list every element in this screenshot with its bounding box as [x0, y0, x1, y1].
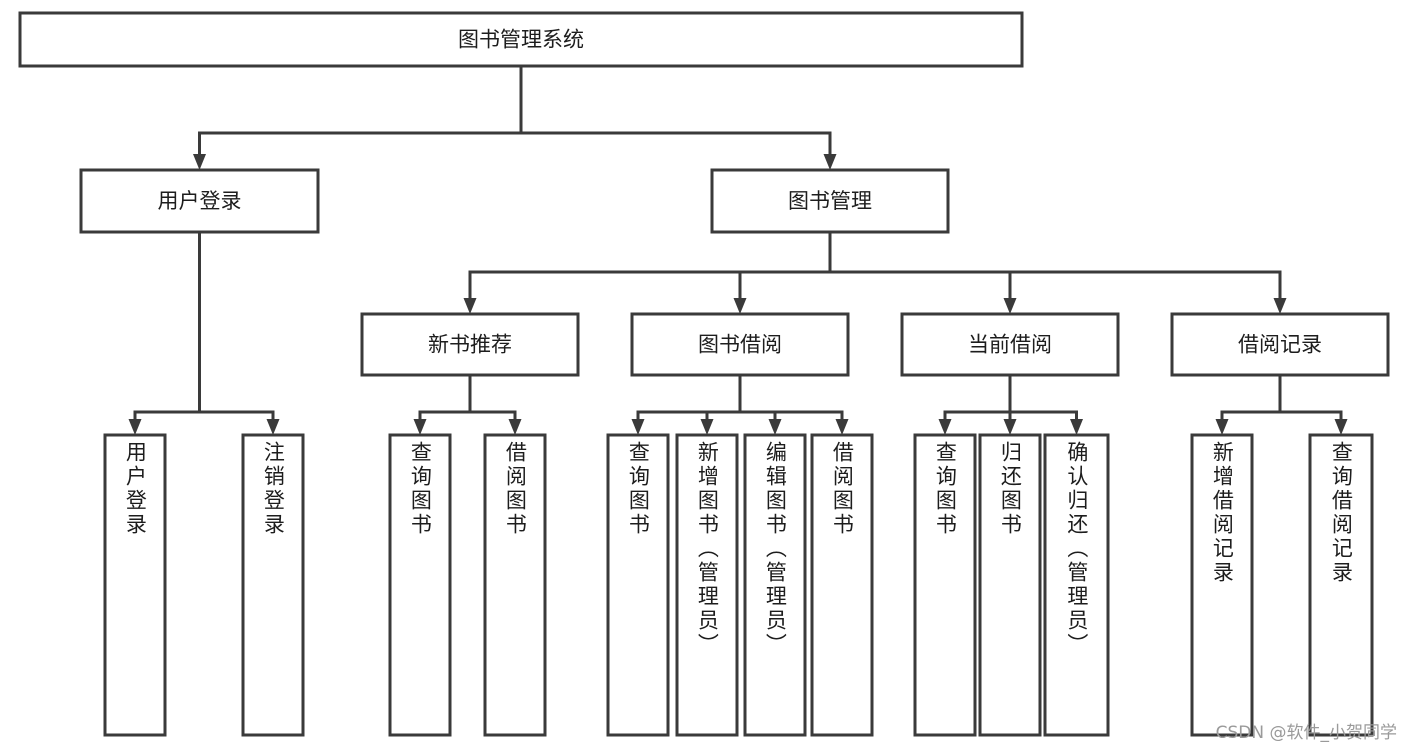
boxes-layer	[18, 11, 1390, 737]
node-label-current-borrow: 当前借阅	[968, 333, 1052, 357]
node-box-root[interactable]	[18, 11, 1024, 68]
arrow-head-borrowrecord-to-leaves-0	[1215, 419, 1229, 435]
arrow-head-newbook-to-leaves-1	[508, 419, 522, 435]
arrow-head-bookborrow-to-leaves-1	[700, 419, 714, 435]
node-box-leaf-query-book-3[interactable]	[913, 433, 977, 737]
node-box-leaf-user-login[interactable]	[103, 433, 167, 737]
node-label-root: 图书管理系统	[458, 28, 584, 52]
node-label-book-borrow: 图书借阅	[698, 333, 782, 357]
arrow-head-bookborrow-to-leaves-0	[631, 419, 645, 435]
arrow-head-currentborrow-to-leaves-1	[1003, 419, 1017, 435]
arrow-head-bookmanage-to-level3-0	[463, 298, 477, 314]
node-box-leaf-borrow-book-2[interactable]	[810, 433, 874, 737]
arrow-head-userlogin-to-leaves-0	[128, 419, 142, 435]
node-box-leaf-return-book[interactable]	[978, 433, 1042, 737]
node-box-current-borrow[interactable]	[900, 312, 1120, 377]
node-box-leaf-query-book-1[interactable]	[388, 433, 452, 737]
node-box-new-book-rec[interactable]	[360, 312, 580, 377]
arrow-head-bookmanage-to-level3-2	[1003, 298, 1017, 314]
node-box-leaf-borrow-book-1[interactable]	[483, 433, 547, 737]
connectors-layer	[128, 64, 1348, 435]
csdn-watermark: CSDN @软件_小贺同学	[1215, 723, 1397, 743]
arrow-head-newbook-to-leaves-0	[413, 419, 427, 435]
arrow-head-bookborrow-to-leaves-2	[768, 419, 782, 435]
arrow-head-bookborrow-to-leaves-3	[835, 419, 849, 435]
arrow-head-bookmanage-to-level3-3	[1273, 298, 1287, 314]
node-box-book-manage[interactable]	[710, 168, 950, 234]
arrow-head-bookmanage-to-level3-1	[733, 298, 747, 314]
node-label-book-manage: 图书管理	[788, 189, 872, 213]
arrow-head-userlogin-to-leaves-1	[266, 419, 280, 435]
node-box-leaf-logout[interactable]	[241, 433, 305, 737]
node-label-user-login: 用户登录	[158, 189, 242, 213]
arrow-head-currentborrow-to-leaves-0	[938, 419, 952, 435]
node-box-leaf-query-book-2[interactable]	[606, 433, 670, 737]
node-label-new-book-rec: 新书推荐	[428, 333, 512, 357]
node-box-borrow-record[interactable]	[1170, 312, 1390, 377]
arrow-head-borrowrecord-to-leaves-1	[1334, 419, 1348, 435]
node-box-book-borrow[interactable]	[630, 312, 850, 377]
node-label-borrow-record: 借阅记录	[1238, 333, 1322, 357]
node-box-leaf-edit-book[interactable]	[743, 433, 807, 737]
node-box-leaf-confirm-return[interactable]	[1043, 433, 1110, 737]
node-box-leaf-add-record[interactable]	[1190, 433, 1254, 737]
arrow-head-root-to-level2-1	[823, 154, 837, 170]
node-box-leaf-query-record[interactable]	[1308, 433, 1374, 737]
arrow-head-root-to-level2-0	[193, 154, 206, 170]
node-box-leaf-add-book[interactable]	[675, 433, 739, 737]
arrow-head-currentborrow-to-leaves-2	[1070, 419, 1083, 435]
node-box-user-login[interactable]	[79, 168, 320, 234]
